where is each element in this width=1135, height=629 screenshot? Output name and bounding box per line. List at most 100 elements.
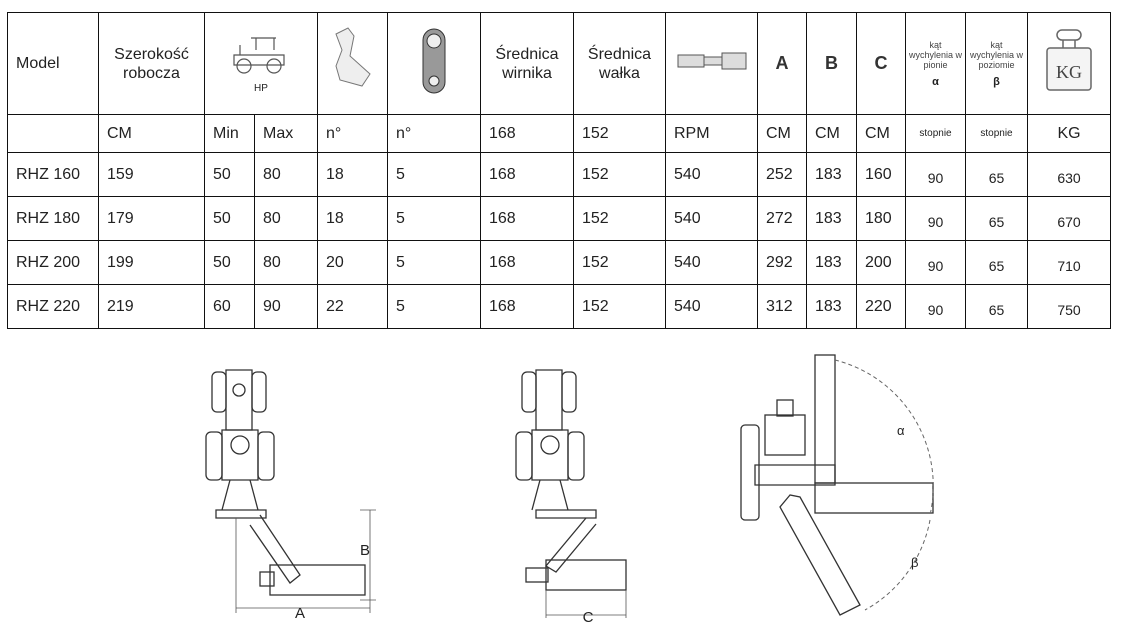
model-cell: RHZ 180 — [7, 196, 99, 241]
value-cell: 60 — [204, 284, 255, 329]
value-cell: 18 — [317, 152, 388, 197]
value-cell: 50 — [204, 240, 255, 285]
hp-label: HP — [254, 83, 268, 94]
unit-cell: Max — [254, 114, 318, 153]
alpha-label: α — [897, 423, 905, 438]
beta-symbol: β — [993, 75, 1000, 88]
unit-cell: 152 — [573, 114, 666, 153]
header-tilt-horizontal: kąt wychylenia w poziomie β — [965, 12, 1028, 115]
header-shaft: Średnica wałka — [573, 12, 666, 115]
value-cell: 80 — [254, 152, 318, 197]
header-c: C — [856, 12, 906, 115]
header-b: B — [806, 12, 857, 115]
unit-cell: n° — [387, 114, 481, 153]
unit-cell: CM — [806, 114, 857, 153]
belt-icon — [422, 28, 446, 94]
value-cell: 168 — [480, 240, 574, 285]
model-cell: RHZ 160 — [7, 152, 99, 197]
value-cell: 90 — [905, 196, 966, 241]
header-belt — [387, 12, 481, 115]
value-cell: 90 — [254, 284, 318, 329]
value-cell: 630 — [1027, 152, 1111, 197]
value-cell: 5 — [387, 240, 481, 285]
value-cell: 152 — [573, 284, 666, 329]
unit-cell: KG — [1027, 114, 1111, 153]
unit-cell: 168 — [480, 114, 574, 153]
header-hp: HP — [204, 12, 318, 115]
value-cell: 90 — [905, 152, 966, 197]
diagram-dimension-a-b: A B — [205, 369, 376, 620]
value-cell: 540 — [665, 284, 758, 329]
dim-c-label: C — [583, 609, 594, 625]
value-cell: 183 — [806, 240, 857, 285]
value-cell: 20 — [317, 240, 388, 285]
unit-cell: CM — [856, 114, 906, 153]
value-cell: 180 — [856, 196, 906, 241]
value-cell: 65 — [965, 152, 1028, 197]
header-a: A — [757, 12, 807, 115]
value-cell: 272 — [757, 196, 807, 241]
value-cell: 292 — [757, 240, 807, 285]
header-tilt-vertical: kąt wychylenia w pionie α — [905, 12, 966, 115]
value-cell: 183 — [806, 152, 857, 197]
value-cell: 160 — [856, 152, 906, 197]
value-cell: 168 — [480, 152, 574, 197]
header-row: Model Szerokość robocza HP Średnica wirn… — [7, 12, 1111, 115]
value-cell: 183 — [806, 196, 857, 241]
pto-shaft-icon — [677, 52, 746, 70]
beta-label: β — [911, 555, 918, 570]
value-cell: 50 — [204, 196, 255, 241]
value-cell: 540 — [665, 240, 758, 285]
value-cell: 159 — [98, 152, 205, 197]
diagram-tilt-angles: α β — [740, 354, 934, 616]
value-cell: 670 — [1027, 196, 1111, 241]
value-cell: 65 — [965, 196, 1028, 241]
unit-cell: CM — [757, 114, 807, 153]
value-cell: 18 — [317, 196, 388, 241]
value-cell: 90 — [905, 240, 966, 285]
header-model: Model — [7, 12, 99, 115]
value-cell: 219 — [98, 284, 205, 329]
value-cell: 90 — [905, 284, 966, 329]
value-cell: 200 — [856, 240, 906, 285]
value-cell: 5 — [387, 284, 481, 329]
tractor-icon — [233, 37, 285, 74]
alpha-symbol: α — [932, 75, 939, 88]
unit-cell: stopnie — [905, 114, 966, 153]
dim-b-label: B — [360, 542, 370, 559]
value-cell: 312 — [757, 284, 807, 329]
value-cell: 710 — [1027, 240, 1111, 285]
value-cell: 199 — [98, 240, 205, 285]
svg-text:KG: KG — [1056, 62, 1082, 82]
value-cell: 152 — [573, 240, 666, 285]
value-cell: 22 — [317, 284, 388, 329]
model-cell: RHZ 200 — [7, 240, 99, 285]
spec-table: Model Szerokość robocza HP Średnica wirn… — [7, 12, 1111, 329]
value-cell: 5 — [387, 152, 481, 197]
value-cell: 168 — [480, 284, 574, 329]
model-cell: RHZ 220 — [7, 284, 99, 329]
header-rotor: Średnica wirnika — [480, 12, 574, 115]
value-cell: 152 — [573, 196, 666, 241]
value-cell: 168 — [480, 196, 574, 241]
value-cell: 65 — [965, 284, 1028, 329]
header-hammer — [317, 12, 388, 115]
unit-cell — [7, 114, 99, 153]
diagram-dimension-c: C — [515, 369, 627, 625]
value-cell: 750 — [1027, 284, 1111, 329]
value-cell: 540 — [665, 196, 758, 241]
value-cell: 220 — [856, 284, 906, 329]
header-width: Szerokość robocza — [98, 12, 205, 115]
hammer-blade-icon — [334, 27, 371, 87]
value-cell: 80 — [254, 196, 318, 241]
value-cell: 183 — [806, 284, 857, 329]
value-cell: 65 — [965, 240, 1028, 285]
value-cell: 179 — [98, 196, 205, 241]
unit-cell: stopnie — [965, 114, 1028, 153]
value-cell: 80 — [254, 240, 318, 285]
unit-cell: n° — [317, 114, 388, 153]
